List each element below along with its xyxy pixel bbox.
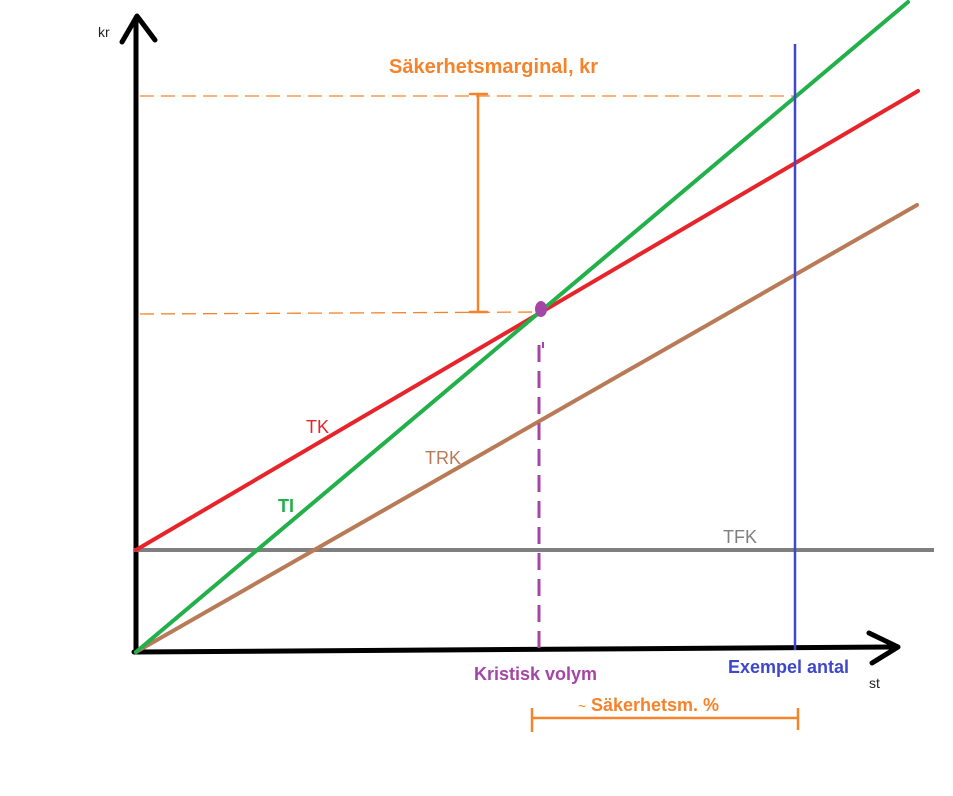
margin-kr-bracket [468, 92, 489, 314]
margin-guides [139, 95, 798, 315]
margin-percent-label: Säkerhetsm. % [591, 695, 719, 715]
x-axis [131, 644, 899, 655]
x-axis-arrowhead [866, 630, 901, 666]
margin-percent-bracket [530, 708, 800, 732]
trk-line [134, 203, 919, 654]
margin-kr-label: Säkerhetsmarginal, kr [389, 56, 598, 78]
x-axis-label: st [869, 675, 880, 691]
example-quantity-label: Exempel antal [728, 657, 849, 677]
break-even-point [535, 301, 547, 317]
margin-percent-prefix: ~ [578, 698, 586, 714]
tk-label: TK [306, 417, 329, 437]
y-axis-label: kr [98, 24, 110, 40]
y-axis-arrowhead [119, 13, 158, 45]
ti-label: TI [278, 496, 294, 516]
lower-guide-line [139, 311, 541, 315]
critical-volume-label: Kristisk volym [474, 664, 597, 684]
axes [119, 13, 901, 666]
trk-label: TRK [425, 448, 461, 468]
tfk-label: TFK [723, 527, 757, 547]
ti-line [134, 0, 910, 654]
